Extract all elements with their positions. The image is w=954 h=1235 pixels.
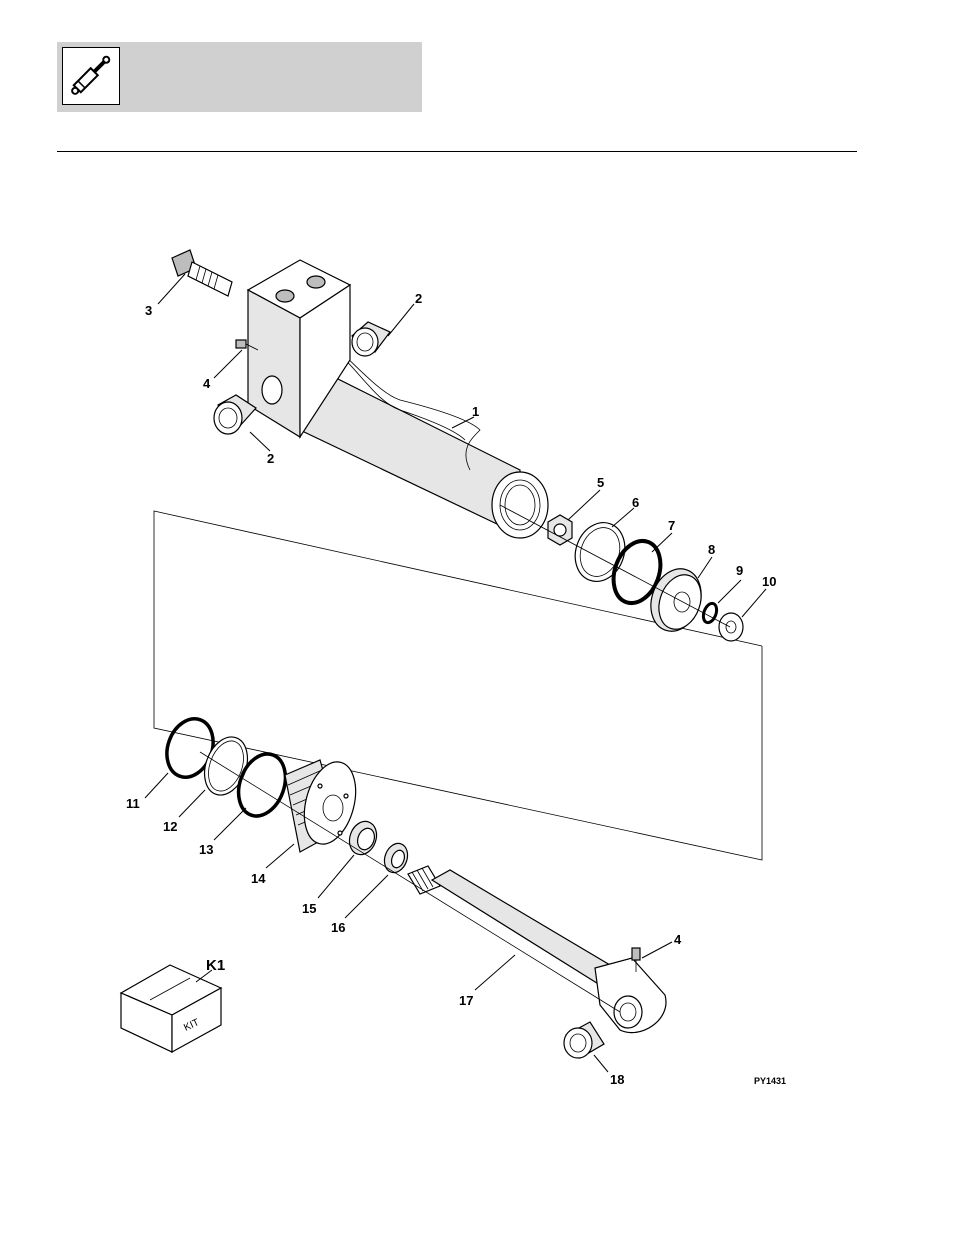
callout-12: 12 [163, 819, 177, 834]
callout-4-top: 4 [203, 376, 211, 391]
callout-k1: K1 [206, 957, 225, 974]
callout-2-right: 2 [415, 291, 422, 306]
callout-17: 17 [459, 993, 473, 1008]
callout-7: 7 [668, 518, 675, 533]
callout-10: 10 [762, 574, 776, 589]
kit-box-k1: KIT [121, 965, 221, 1052]
callout-1: 1 [472, 404, 479, 419]
callout-14: 14 [251, 871, 266, 886]
hydraulic-cylinder-icon [62, 47, 120, 105]
callout-18: 18 [610, 1072, 624, 1087]
callout-13: 13 [199, 842, 213, 857]
callout-4-bottom: 4 [674, 932, 682, 947]
exploded-parts-diagram: KIT 3 2 4 2 1 5 6 7 8 9 10 11 [118, 228, 795, 1094]
callout-9: 9 [736, 563, 743, 578]
callout-5: 5 [597, 475, 604, 490]
part-3-fitting [172, 250, 232, 296]
part-18-bushing [564, 1022, 604, 1058]
part-2-bushing-right [352, 322, 390, 356]
part-17-piston-rod [408, 866, 666, 1033]
callout-6: 6 [632, 495, 639, 510]
figure-id: PY1431 [754, 1076, 786, 1086]
callout-2-left: 2 [267, 451, 274, 466]
header-divider [57, 151, 857, 152]
callout-8: 8 [708, 542, 715, 557]
assembly-outline-frame [154, 511, 762, 860]
callout-11: 11 [126, 796, 140, 811]
callout-16: 16 [331, 920, 345, 935]
callout-3: 3 [145, 303, 152, 318]
callout-15: 15 [302, 901, 316, 916]
part-10-washer [719, 613, 743, 641]
part-8-piston [643, 562, 710, 639]
